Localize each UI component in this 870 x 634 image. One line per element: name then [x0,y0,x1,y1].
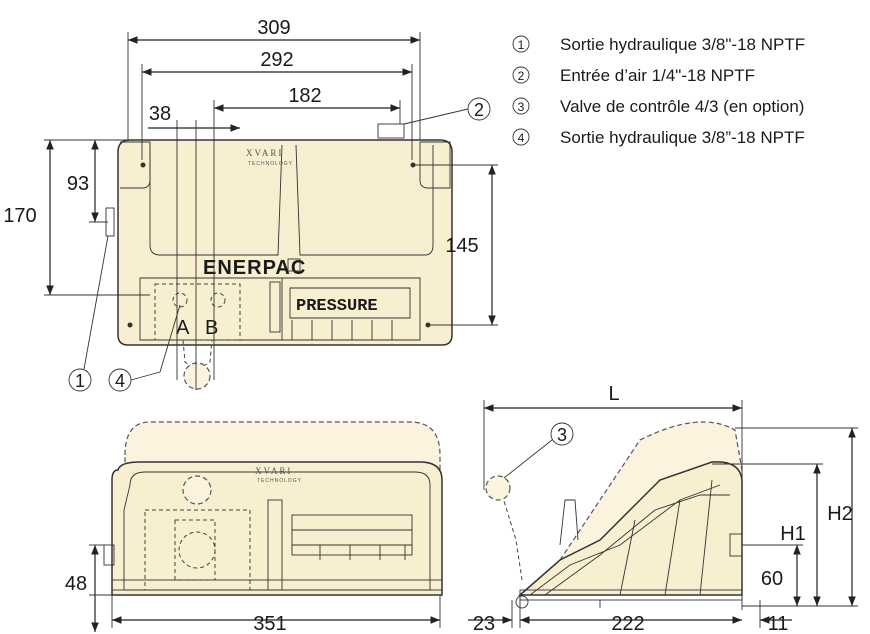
dim-292: 292 [260,49,293,71]
logo-label: XVARI [246,148,283,158]
legend-item-4: 4 Sortie hydraulique 3/8”-18 NPTF [512,128,805,147]
dim-23: 23 [473,613,495,634]
dim-309: 309 [257,17,290,39]
dim-170: 170 [3,205,36,227]
callout-4: 4 [115,371,125,391]
dim-48: 48 [65,573,87,595]
bottom-view: XVARI TECHNOLOGY 351 48 [65,421,443,634]
dim-93: 93 [67,173,89,195]
dim-351: 351 [253,613,286,634]
dim-222: 222 [611,613,644,634]
logo-sub-label: TECHNOLOGY [248,161,293,167]
legend-item-num: 3 [518,100,525,114]
legend-item-text: Sortie hydraulique 3/8”-18 NPTF [560,128,805,147]
callout-3: 3 [557,425,567,445]
dim-11: 11 [768,613,789,634]
side-view: L H2 H1 60 23 222 11 3 [468,383,858,634]
legend: 1 Sortie hydraulique 3/8"-18 NPTF 2 Entr… [512,35,805,147]
bottom-logo-label: XVARI [255,466,292,476]
dim-38: 38 [149,103,171,125]
dim-182: 182 [288,85,321,107]
dim-L: L [608,383,619,405]
dim-H1: H1 [780,523,806,545]
dim-145: 145 [445,235,478,257]
legend-item-3: 3 Valve de contrôle 4/3 (en option) [512,97,804,116]
legend-item-text: Valve de contrôle 4/3 (en option) [560,97,804,116]
brand-label: ENERPAC [203,257,306,279]
callout-1: 1 [75,371,85,391]
pressure-label: PRESSURE [296,297,378,316]
legend-item-text: Entrée d’air 1/4"-18 NPTF [560,66,755,85]
front-view: ENERPAC XVARI TECHNOLOGY PRESSURE A B 30… [3,17,498,392]
legend-item-num: 2 [518,69,525,83]
port-a-label: A [176,317,190,339]
legend-item-text: Sortie hydraulique 3/8"-18 NPTF [560,35,805,54]
legend-item-num: 1 [518,38,525,52]
bottom-logo-sub-label: TECHNOLOGY [257,478,302,484]
dim-60: 60 [761,568,783,590]
legend-item-num: 4 [518,131,525,145]
dim-H2: H2 [827,503,853,525]
legend-item-1: 1 Sortie hydraulique 3/8"-18 NPTF [512,35,805,54]
legend-item-2: 2 Entrée d’air 1/4"-18 NPTF [512,66,755,85]
callout-2: 2 [474,100,484,120]
port-b-label: B [205,317,218,339]
